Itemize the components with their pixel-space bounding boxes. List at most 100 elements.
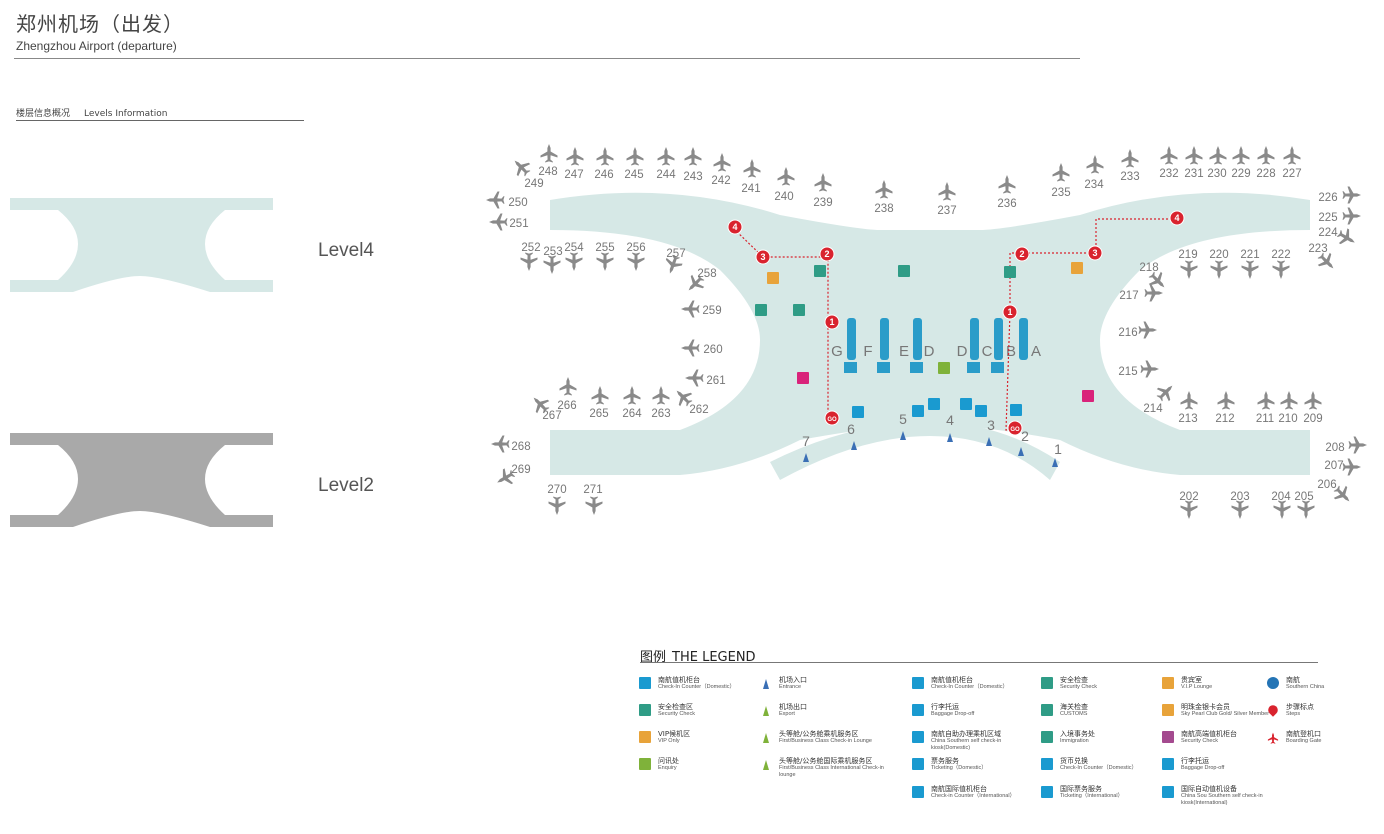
entrance-3[interactable]: 3	[986, 417, 995, 446]
gate-number: 269	[511, 464, 530, 476]
airplane-icon	[1185, 146, 1203, 165]
gate-222[interactable]: 222	[1271, 249, 1291, 279]
gate-248[interactable]: 248	[538, 144, 558, 178]
gate-223[interactable]: 223	[1308, 243, 1340, 275]
gate-203[interactable]: 203	[1230, 491, 1250, 519]
gate-244[interactable]: 244	[656, 147, 676, 181]
gate-206[interactable]: 206	[1317, 479, 1356, 508]
gate-226[interactable]: 226	[1318, 186, 1361, 205]
gate-247[interactable]: 247	[564, 147, 584, 181]
checkin-island[interactable]	[913, 318, 922, 360]
gate-219[interactable]: 219	[1178, 249, 1198, 279]
gate-238[interactable]: 238	[874, 180, 894, 215]
gate-240[interactable]: 240	[774, 167, 795, 203]
gate-231[interactable]: 231	[1184, 146, 1204, 180]
gate-211[interactable]: 211	[1256, 391, 1275, 425]
checkin-island[interactable]	[880, 318, 889, 360]
gate-220[interactable]: 220	[1209, 249, 1229, 279]
gate-217[interactable]: 217	[1119, 284, 1163, 303]
gate-252[interactable]: 252	[520, 242, 541, 271]
level4-label[interactable]: Level4	[318, 240, 374, 261]
gate-269[interactable]: 269	[492, 464, 531, 490]
entrance-icon	[947, 433, 953, 442]
checkin-island[interactable]	[847, 318, 856, 360]
gate-225[interactable]: 225	[1318, 207, 1361, 225]
gate-271[interactable]: 271	[583, 484, 603, 515]
gate-212[interactable]: 212	[1215, 391, 1235, 425]
gate-228[interactable]: 228	[1256, 146, 1276, 180]
gate-239[interactable]: 239	[813, 173, 833, 209]
gate-255[interactable]: 255	[595, 242, 615, 271]
gate-268[interactable]: 268	[491, 435, 531, 454]
entrance-4[interactable]: 4	[946, 412, 954, 442]
gate-265[interactable]: 265	[589, 386, 609, 420]
gate-234[interactable]: 234	[1084, 155, 1104, 191]
gate-210[interactable]: 210	[1278, 391, 1298, 425]
gate-number: 251	[509, 218, 528, 230]
gate-216[interactable]: 216	[1118, 321, 1157, 340]
gate-251[interactable]: 251	[489, 213, 529, 231]
level4-thumbnail[interactable]	[10, 196, 276, 296]
gate-245[interactable]: 245	[624, 147, 644, 181]
gate-261[interactable]: 261	[685, 369, 726, 388]
gate-215[interactable]: 215	[1118, 360, 1159, 379]
entrance-2[interactable]: 2	[1018, 428, 1029, 456]
gate-232[interactable]: 232	[1159, 146, 1179, 180]
gate-208[interactable]: 208	[1325, 436, 1367, 455]
airplane-icon	[713, 153, 731, 172]
gate-230[interactable]: 230	[1207, 146, 1227, 180]
entrance-1[interactable]: 1	[1052, 441, 1062, 467]
gate-266[interactable]: 266	[557, 377, 577, 412]
checkin-island[interactable]	[970, 318, 979, 360]
gate-229[interactable]: 229	[1231, 146, 1251, 180]
gate-249[interactable]: 249	[508, 154, 544, 190]
gate-260[interactable]: 260	[681, 339, 723, 357]
gate-205[interactable]: 205	[1294, 491, 1315, 519]
level2-thumbnail[interactable]	[10, 431, 276, 531]
airplane-icon	[1280, 391, 1298, 410]
gate-246[interactable]: 246	[594, 147, 614, 181]
entrance-7[interactable]: 7	[802, 433, 810, 462]
checkin-island[interactable]	[1019, 318, 1028, 360]
gate-224[interactable]: 224	[1318, 225, 1360, 250]
gate-241[interactable]: 241	[741, 159, 761, 195]
gate-207[interactable]: 207	[1324, 458, 1361, 476]
gate-253[interactable]: 253	[543, 246, 563, 274]
legend-label-en: First/Business Class International Check…	[779, 765, 884, 778]
gate-259[interactable]: 259	[681, 300, 722, 318]
gate-270[interactable]: 270	[547, 484, 567, 515]
entrance-5[interactable]: 5	[899, 411, 907, 440]
gate-218[interactable]: 218	[1139, 262, 1171, 294]
gate-257[interactable]: 257	[661, 248, 686, 277]
gate-263[interactable]: 263	[651, 386, 671, 420]
checkin-counter-icon	[639, 677, 651, 689]
gate-254[interactable]: 254	[564, 242, 584, 271]
airplane-icon	[1180, 260, 1198, 279]
gate-262[interactable]: 262	[670, 384, 709, 416]
gate-204[interactable]: 204	[1271, 491, 1291, 519]
gate-202[interactable]: 202	[1179, 491, 1199, 519]
gate-227[interactable]: 227	[1282, 146, 1302, 180]
checkin-island[interactable]	[994, 318, 1003, 360]
gate-237[interactable]: 237	[937, 182, 957, 217]
airplane-icon	[681, 300, 700, 318]
gate-213[interactable]: 213	[1178, 391, 1198, 425]
gate-243[interactable]: 243	[683, 147, 703, 183]
gate-236[interactable]: 236	[997, 175, 1017, 210]
gate-221[interactable]: 221	[1240, 249, 1260, 279]
gate-242[interactable]: 242	[711, 153, 731, 187]
airplane-icon	[591, 386, 609, 405]
gate-256[interactable]: 256	[626, 242, 646, 271]
gate-258[interactable]: 258	[682, 268, 717, 297]
enquiry-icon	[639, 758, 651, 770]
gate-264[interactable]: 264	[622, 386, 642, 420]
gate-267[interactable]: 267	[527, 391, 562, 422]
gate-235[interactable]: 235	[1051, 163, 1071, 199]
gate-214[interactable]: 214	[1143, 379, 1179, 415]
level2-label[interactable]: Level2	[318, 475, 374, 496]
gate-233[interactable]: 233	[1120, 149, 1140, 183]
gate-209[interactable]: 209	[1303, 391, 1323, 425]
gate-250[interactable]: 250	[486, 191, 528, 210]
entrance-6[interactable]: 6	[847, 421, 857, 450]
